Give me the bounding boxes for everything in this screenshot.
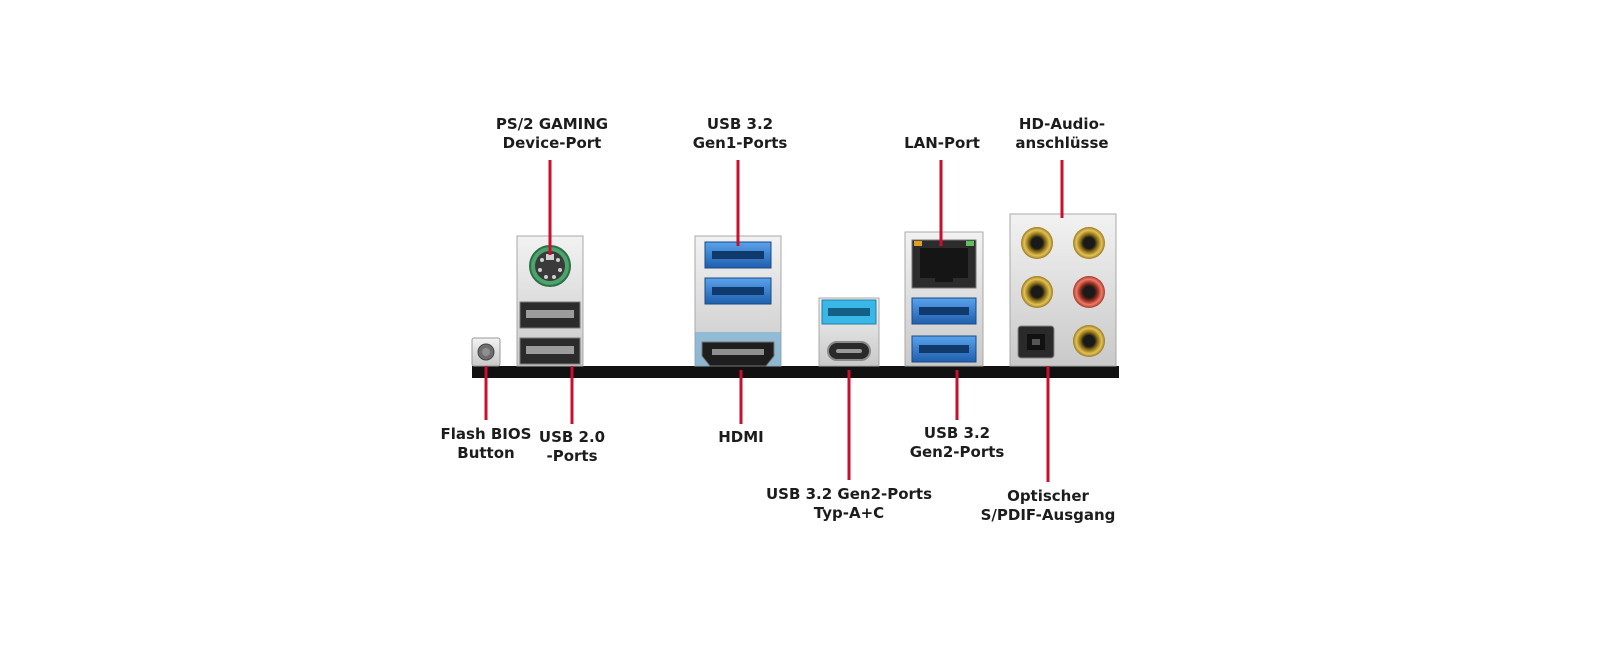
audio-jack-icon <box>1073 227 1105 259</box>
leader-lines <box>484 160 1064 482</box>
label-line: HD-Audio- <box>1018 115 1106 133</box>
label-usb20-ports: USB 2.0 -Ports <box>539 428 605 466</box>
label-optischer-spdif-ausgang: Optischer S/PDIF-Ausgang <box>981 487 1116 525</box>
audio-jack-icon <box>1021 276 1053 308</box>
label-line: HDMI <box>718 428 764 446</box>
label-ps2-gaming-device-port: PS/2 GAMING Device-Port <box>496 115 608 153</box>
label-line: LAN-Port <box>904 134 980 152</box>
label-line: USB 3.2 <box>706 115 774 133</box>
label-line: Typ-A+C <box>813 504 885 522</box>
label-line: -Ports <box>546 447 598 465</box>
label-line: anschlüsse <box>1015 134 1109 152</box>
label-line: USB 3.2 <box>923 424 991 442</box>
label-line: S/PDIF-Ausgang <box>980 506 1116 524</box>
audio-jack-icon <box>1021 227 1053 259</box>
audio-stack-graphic <box>1009 213 1117 367</box>
usb32-gen1-hdmi-stack-graphic <box>694 235 782 367</box>
label-line: PS/2 GAMING <box>495 115 609 133</box>
label-line: Optischer <box>1007 487 1089 505</box>
label-line: Button <box>457 444 515 462</box>
ps2-usb20-stack-graphic <box>516 235 584 367</box>
label-line: Device-Port <box>502 134 602 152</box>
audio-jack-icon <box>1073 276 1105 308</box>
label-line: USB 2.0 <box>538 428 606 446</box>
label-usb32-gen1-ports: USB 3.2 Gen1-Ports <box>693 115 788 153</box>
lan-usb32-gen2-stack-graphic <box>904 231 984 367</box>
audio-jack-icon <box>1073 325 1105 357</box>
label-usb32-gen2-ports-typ-ac: USB 3.2 Gen2-Ports Typ-A+C <box>766 485 932 523</box>
flash-bios-button-graphic <box>471 337 501 367</box>
label-hd-audio: HD-Audio- anschlüsse <box>1015 115 1108 153</box>
label-hdmi: HDMI <box>718 428 764 447</box>
label-line: Gen1-Ports <box>692 134 788 152</box>
label-flash-bios-button: Flash BIOS Button <box>441 425 532 463</box>
io-shield-bar <box>472 366 1119 378</box>
label-line: Gen2-Ports <box>909 443 1005 461</box>
label-lan-port: LAN-Port <box>904 134 980 153</box>
usb32-gen2-ac-stack-graphic <box>818 297 880 367</box>
label-line: USB 3.2 Gen2-Ports <box>765 485 933 503</box>
label-line: Flash BIOS <box>440 425 532 443</box>
label-usb32-gen2-ports: USB 3.2 Gen2-Ports <box>910 424 1005 462</box>
